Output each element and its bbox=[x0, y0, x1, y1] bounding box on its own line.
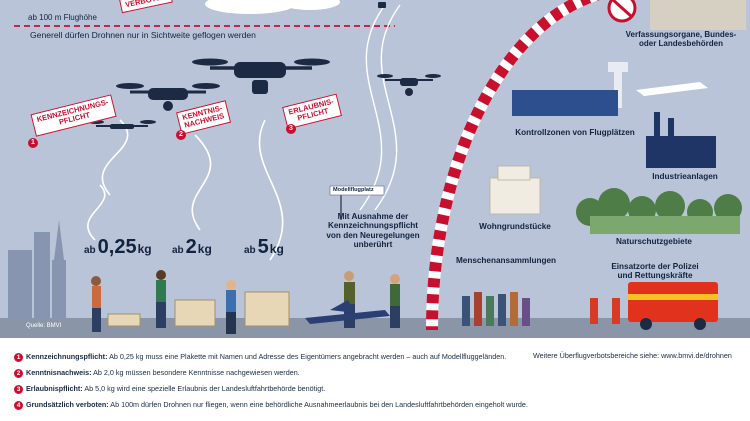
model-airfield-text: Mit Ausnahme der Kennzeichnungspflicht v… bbox=[314, 212, 432, 250]
badge-1: 1 bbox=[28, 138, 38, 148]
legend-badge: 4 bbox=[14, 400, 23, 410]
weight-prefix: ab bbox=[244, 245, 256, 256]
no-fly-arc-stripes bbox=[425, 0, 601, 331]
flight-path bbox=[258, 119, 284, 261]
infographic-panel: ab 100 m Flughöhe Generell dürfen Drohne… bbox=[0, 0, 750, 338]
house-icon bbox=[489, 165, 541, 215]
legend-title: Kennzeichnungspflicht: bbox=[26, 352, 108, 361]
terminal-building-icon bbox=[512, 90, 618, 116]
legend-badge: 3 bbox=[14, 384, 23, 394]
model-plane-icon bbox=[305, 300, 390, 324]
zone-constitutional: Verfassungsorgane, Bundes-oder Landesbeh… bbox=[612, 30, 750, 48]
flight-path bbox=[191, 134, 212, 231]
distant-drone-icon bbox=[377, 74, 441, 96]
weight-prefix: ab bbox=[172, 245, 184, 256]
weight-unit: kg bbox=[269, 242, 284, 256]
cloud-icon bbox=[280, 0, 340, 10]
legend-text: Ab 5,0 kg wird eine spezielle Erlaubnis … bbox=[84, 384, 326, 393]
source-label: Quelle: BMVI bbox=[26, 323, 62, 329]
zone-airports: Kontrollzonen von Flugplätzen bbox=[515, 128, 635, 137]
medium-drone-icon bbox=[116, 83, 220, 111]
weight-value: 2 bbox=[185, 236, 197, 258]
legend-text: Ab 2,0 kg müssen besondere Kenntnisse na… bbox=[93, 368, 300, 377]
sign-post bbox=[340, 190, 342, 220]
zone-nature: Naturschutzgebiete bbox=[616, 237, 692, 246]
flight-path bbox=[374, 4, 401, 211]
airplane-icon bbox=[636, 82, 708, 96]
small-drone-icon bbox=[88, 120, 156, 129]
text-line: und Rettungskräfte bbox=[617, 271, 693, 281]
zone-industry: Industrieanlagen bbox=[652, 172, 718, 181]
large-drone-icon bbox=[192, 58, 330, 94]
flight-path bbox=[101, 119, 129, 196]
drone-pilots-illustration bbox=[91, 270, 400, 334]
legend-text: Ab 0,25 kg muss eine Plakette mit Namen … bbox=[109, 352, 507, 361]
altitude-label: ab 100 m Flughöhe bbox=[28, 13, 97, 22]
airfield-sign-label: Modellflugplatz bbox=[333, 187, 374, 193]
rescue-workers-illustration bbox=[590, 298, 620, 324]
parliament-building-icon bbox=[650, 0, 746, 30]
cloud-icon bbox=[205, 0, 295, 14]
package-boxes-illustration bbox=[107, 291, 290, 327]
zone-crowds: Menschenansammlungen bbox=[455, 256, 557, 265]
badge-3: 3 bbox=[286, 124, 296, 134]
legend-text: Ab 100m dürfen Drohnen nur fliegen, wenn… bbox=[110, 400, 528, 409]
meadow bbox=[590, 216, 740, 234]
more-areas-link-text: Weitere Überflugverbotsbereiche siehe: w… bbox=[533, 351, 732, 360]
text-line: Kennzeichnungspflicht bbox=[327, 221, 419, 231]
city-buildings-illustration bbox=[8, 220, 66, 320]
legend-title: Grundsätzlich verboten: bbox=[26, 400, 109, 409]
factory-icon bbox=[646, 112, 716, 168]
trees-icon bbox=[576, 188, 742, 226]
sight-rule-text: Generell dürfen Drohnen nur in Sichtweit… bbox=[30, 30, 256, 40]
weight-value: 0,25 bbox=[97, 236, 137, 258]
flight-path bbox=[87, 184, 106, 241]
weight-prefix: ab bbox=[84, 245, 96, 256]
zone-residential: Wohngrundstücke bbox=[479, 222, 551, 231]
legend-badge: 1 bbox=[14, 352, 23, 362]
airfield-sign bbox=[329, 185, 385, 196]
legend-badge: 2 bbox=[14, 368, 23, 378]
crowd-illustration bbox=[462, 292, 530, 326]
text-line: Einsatzorte der Polizei bbox=[611, 262, 699, 271]
far-drone-icon bbox=[378, 2, 386, 8]
text-line: von den Neuregelungen bbox=[326, 230, 420, 240]
weight-unit: kg bbox=[137, 242, 152, 256]
text-line: Verfassungsorgane, Bundes- bbox=[625, 30, 737, 39]
ambulance-icon bbox=[628, 282, 718, 330]
legend-title: Erlaubnispflicht: bbox=[26, 384, 83, 393]
airport-tower-icon bbox=[608, 62, 628, 108]
text-line: Mit Ausnahme der bbox=[337, 212, 409, 221]
text-line: oder Landesbehörden bbox=[638, 39, 723, 49]
weight-value: 5 bbox=[257, 236, 269, 258]
scene-illustration bbox=[0, 0, 750, 338]
text-line: unberührt bbox=[353, 240, 393, 250]
badge-2: 2 bbox=[176, 130, 186, 140]
flight-path bbox=[359, 4, 386, 211]
legend-title: Kenntnisnachweis: bbox=[26, 368, 92, 377]
weight-unit: kg bbox=[197, 242, 212, 256]
